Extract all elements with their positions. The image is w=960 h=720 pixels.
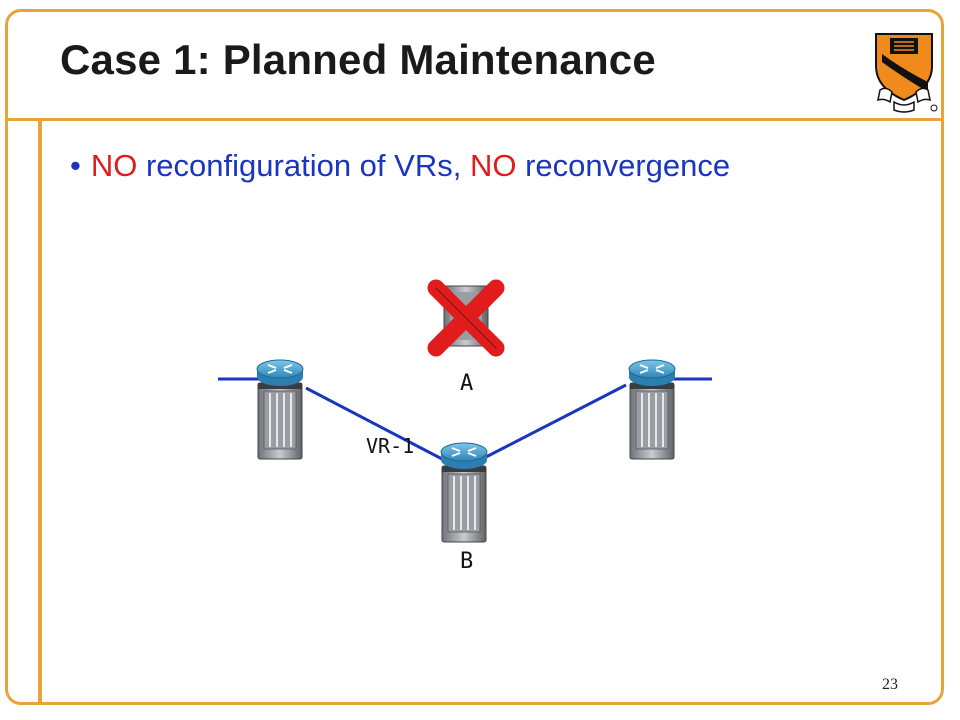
bullet-dot: • <box>70 148 81 183</box>
vr-link-right <box>483 383 627 460</box>
node-label-b: B <box>460 549 473 574</box>
left-accent-bar <box>38 121 42 704</box>
router-icon <box>628 359 676 460</box>
page-number: 23 <box>882 676 898 693</box>
bullet-text-1: reconfiguration of VRs, <box>145 148 462 183</box>
university-shield-icon <box>875 33 938 113</box>
vr-link-left <box>305 386 445 462</box>
link-label-vr1: VR-1 <box>366 434 414 458</box>
x-mark-icon <box>427 279 505 357</box>
title-divider <box>8 118 942 121</box>
bullet-text-2: reconvergence <box>525 148 731 183</box>
node-label-a: A <box>460 371 473 396</box>
no-emphasis-1: NO <box>90 148 138 183</box>
router-icon <box>256 359 304 460</box>
slide-frame <box>5 9 944 705</box>
router-icon <box>440 442 488 543</box>
no-emphasis-2: NO <box>469 148 517 183</box>
slide-title: Case 1: Planned Maintenance <box>60 36 656 83</box>
bullet-point: • NO reconfiguration of VRs, NO reconverg… <box>70 148 730 184</box>
